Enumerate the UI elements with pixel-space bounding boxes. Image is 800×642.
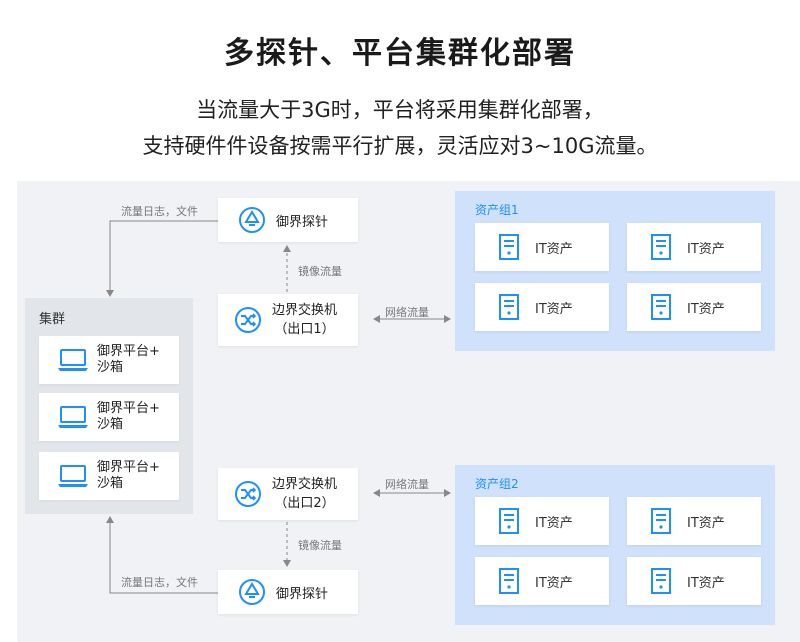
platform-sublabel: 沙箱 bbox=[97, 417, 124, 432]
laptop-icon bbox=[58, 349, 88, 371]
switch-icon bbox=[235, 481, 261, 507]
probe-node-top[interactable]: 御界探针 bbox=[218, 198, 358, 242]
platform-label: 御界平台+ bbox=[97, 401, 160, 416]
platform-node[interactable]: 御界平台+ 沙箱 bbox=[39, 336, 179, 384]
it-asset-card[interactable]: IT资产 bbox=[475, 557, 609, 605]
page-title: 多探针、平台集群化部署 bbox=[224, 36, 576, 71]
probe-node-bottom[interactable]: 御界探针 bbox=[218, 570, 358, 614]
edge-label-mirror-top: 镜像流量 bbox=[298, 265, 342, 278]
it-asset-card[interactable]: IT资产 bbox=[627, 557, 761, 605]
it-asset-card[interactable]: IT资产 bbox=[627, 283, 761, 331]
platform-sublabel: 沙箱 bbox=[97, 360, 124, 375]
cluster-box: 集群 御界平台+ 沙箱 御界平台+ 沙箱 御界平台+ 沙箱 bbox=[25, 298, 193, 514]
laptop-icon bbox=[58, 465, 88, 487]
edge-label-net-bottom: 网络流量 bbox=[385, 478, 429, 491]
switch-label: 边界交换机 bbox=[272, 303, 338, 318]
asset-group-title: 资产组2 bbox=[475, 477, 519, 491]
platform-label: 御界平台+ bbox=[97, 460, 160, 475]
probe-icon bbox=[239, 579, 265, 605]
platform-sublabel: 沙箱 bbox=[97, 476, 124, 491]
server-icon bbox=[499, 568, 519, 594]
it-asset-label: IT资产 bbox=[687, 515, 725, 531]
it-asset-card[interactable]: IT资产 bbox=[475, 497, 609, 545]
it-asset-card[interactable]: IT资产 bbox=[475, 223, 609, 271]
switch-sublabel: （出口2） bbox=[274, 496, 335, 511]
probe-icon bbox=[239, 207, 265, 233]
switch-node-bottom[interactable]: 边界交换机 （出口2） bbox=[218, 468, 358, 520]
laptop-icon bbox=[58, 406, 88, 428]
edge-label-log-bottom: 流量日志，文件 bbox=[121, 576, 198, 589]
platform-node[interactable]: 御界平台+ 沙箱 bbox=[39, 452, 179, 500]
it-asset-label: IT资产 bbox=[535, 515, 573, 531]
edge-label-net-top: 网络流量 bbox=[385, 306, 429, 319]
server-icon bbox=[499, 294, 519, 320]
server-icon bbox=[651, 294, 671, 320]
switch-label: 边界交换机 bbox=[272, 477, 338, 492]
server-icon bbox=[499, 508, 519, 534]
switch-sublabel: （出口1） bbox=[274, 322, 335, 337]
server-icon bbox=[499, 234, 519, 260]
switch-icon bbox=[235, 307, 261, 333]
it-asset-card[interactable]: IT资产 bbox=[627, 497, 761, 545]
it-asset-label: IT资产 bbox=[535, 241, 573, 257]
edge-log-bottom bbox=[106, 516, 218, 594]
probe-label: 御界探针 bbox=[276, 214, 329, 230]
server-icon bbox=[651, 508, 671, 534]
it-asset-card[interactable]: IT资产 bbox=[627, 223, 761, 271]
it-asset-label: IT资产 bbox=[535, 575, 573, 591]
platform-label: 御界平台+ bbox=[97, 344, 160, 359]
asset-group-2: 资产组2 IT资产 IT资产 IT资产 IT资产 bbox=[455, 465, 775, 625]
edge-label-mirror-bottom: 镜像流量 bbox=[298, 539, 342, 552]
it-asset-card[interactable]: IT资产 bbox=[475, 283, 609, 331]
server-icon bbox=[651, 234, 671, 260]
asset-group-title: 资产组1 bbox=[475, 203, 519, 217]
probe-label: 御界探针 bbox=[276, 586, 329, 602]
subtitle-line-1: 当流量大于3G时，平台将采用集群化部署， bbox=[196, 98, 604, 122]
platform-node[interactable]: 御界平台+ 沙箱 bbox=[39, 393, 179, 441]
switch-node-top[interactable]: 边界交换机 （出口1） bbox=[218, 294, 358, 346]
it-asset-label: IT资产 bbox=[687, 575, 725, 591]
edge-log-top bbox=[106, 220, 218, 297]
edge-label-log-top: 流量日志，文件 bbox=[121, 205, 198, 218]
subtitle-line-2: 支持硬件件设备按需平行扩展，灵活应对3~10G流量。 bbox=[142, 134, 658, 158]
it-asset-label: IT资产 bbox=[687, 301, 725, 317]
it-asset-label: IT资产 bbox=[687, 241, 725, 257]
cluster-title: 集群 bbox=[39, 312, 66, 327]
asset-group-1: 资产组1 IT资产 IT资产 IT资产 IT资产 bbox=[455, 191, 775, 351]
server-icon bbox=[651, 568, 671, 594]
it-asset-label: IT资产 bbox=[535, 301, 573, 317]
